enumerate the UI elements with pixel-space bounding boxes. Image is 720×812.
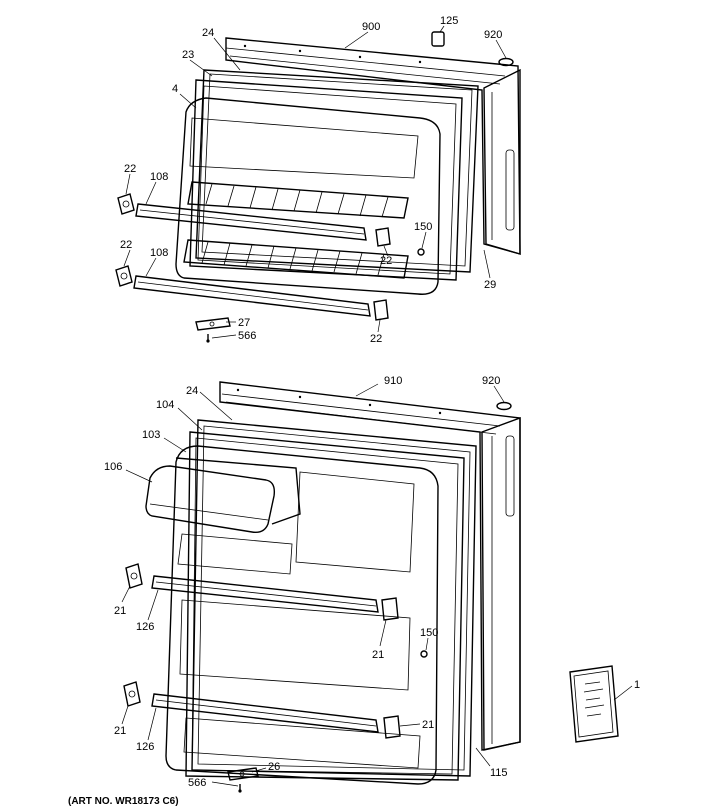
hinge-pin-27 [195, 317, 231, 331]
callout-22-c: 22 [380, 255, 392, 267]
callout-566-upper: 566 [238, 330, 256, 342]
shelf-bracket-21-b [381, 597, 399, 621]
callout-24-upper: 24 [202, 27, 214, 39]
upper-leader-lines [123, 25, 507, 339]
callout-150-upper: 150 [414, 221, 432, 233]
door-frame-104 [185, 431, 465, 781]
door-stop-920-lower [496, 401, 512, 411]
screw-150-upper [417, 248, 425, 256]
shelf-bracket-21-d [383, 715, 401, 739]
callout-24-lower: 24 [186, 385, 198, 397]
callout-920-upper: 920 [484, 29, 502, 41]
callout-1: 1 [634, 679, 640, 691]
callout-23: 23 [182, 49, 194, 61]
callout-108-a: 108 [150, 171, 168, 183]
callout-27: 27 [238, 317, 250, 329]
callout-126-b: 126 [136, 741, 154, 753]
callout-104: 104 [156, 399, 174, 411]
callout-106: 106 [104, 461, 122, 473]
shelf-bracket-21-c [123, 681, 141, 707]
callout-22-b: 22 [120, 239, 132, 251]
shelf-bar-126-upper [151, 575, 379, 613]
hinge-pin-26 [227, 767, 259, 781]
outer-door-panel-900 [225, 37, 521, 255]
callout-900: 900 [362, 21, 380, 33]
callout-4: 4 [172, 83, 178, 95]
door-stop-920-upper [498, 57, 514, 67]
door-gasket-24 [195, 69, 479, 273]
callout-115: 115 [490, 767, 508, 779]
shelf-bracket-22-b [115, 265, 133, 287]
lower-leader-lines [121, 383, 633, 787]
callout-21-c: 21 [114, 725, 126, 737]
shelf-bar-108-upper [135, 203, 367, 241]
door-gasket-24-lower [191, 419, 477, 777]
callout-21-d: 21 [422, 719, 434, 731]
shelf-bracket-22-c [375, 227, 391, 247]
callout-22-a: 22 [124, 163, 136, 175]
shelf-bar-108-lower [133, 275, 371, 317]
shelf-bracket-22-a [117, 193, 135, 215]
callout-566-lower: 566 [188, 777, 206, 789]
owners-manual-1 [569, 665, 619, 743]
screw-566-lower [238, 784, 242, 793]
fresh-food-door-assembly [123, 381, 619, 793]
callout-21-b: 21 [372, 649, 384, 661]
dairy-compartment-door-106 [145, 457, 301, 534]
callout-103: 103 [142, 429, 160, 441]
callout-22-d: 22 [370, 333, 382, 345]
callout-150-lower: 150 [420, 627, 438, 639]
callout-29: 29 [484, 279, 496, 291]
art-number-caption: (ART NO. WR18173 C6) [68, 796, 179, 807]
outer-door-panel-910 [219, 381, 521, 751]
inner-door-liner-103 [165, 445, 439, 785]
callout-26: 26 [268, 761, 280, 773]
callout-108-b: 108 [150, 247, 168, 259]
screw-566-upper [206, 334, 210, 343]
callout-920-lower: 920 [482, 375, 500, 387]
shelf-bracket-21-a [125, 563, 143, 589]
callout-numbers: 900 125 920 24 23 4 22 108 22 108 150 22… [104, 15, 640, 789]
callout-125: 125 [440, 15, 458, 27]
shelf-bracket-22-d [373, 299, 389, 321]
callout-21-a: 21 [114, 605, 126, 617]
callout-910: 910 [384, 375, 402, 387]
plug-button-125 [431, 31, 445, 47]
shelf-bar-126-lower [151, 693, 379, 733]
inner-door-liner-4 [175, 97, 441, 295]
screw-150-lower [420, 650, 428, 658]
callout-126-a: 126 [136, 621, 154, 633]
freezer-door-assembly [115, 31, 521, 343]
